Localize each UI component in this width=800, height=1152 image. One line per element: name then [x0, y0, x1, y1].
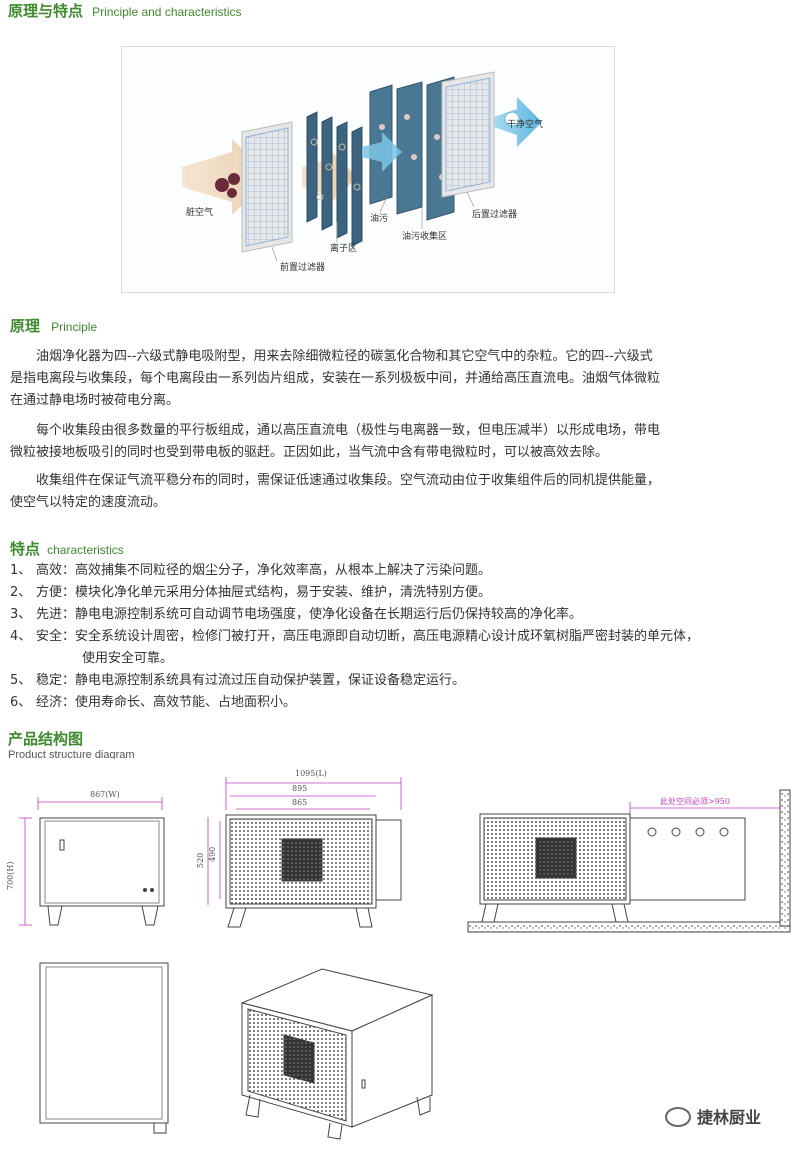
structure-title-cn: 产品结构图 — [8, 730, 84, 748]
collect-air-arrow — [362, 132, 402, 172]
principle-heading: 原理 Principle — [10, 315, 97, 336]
principle-paragraph-3: 收集组件在保证气流平稳分布的同时，需保证低速通过收集段。空气流动由位于收集组件后… — [10, 470, 788, 514]
section-title-cn: 原理与特点 — [8, 2, 84, 20]
feature-item-1: 1、高效：高效捕集不同粒径的烟尘分子，净化效率高，从根本上解决了污染问题。 — [10, 563, 492, 578]
floor-ground — [467, 921, 791, 933]
dim-height: 700(H) — [6, 861, 15, 891]
installation-view-drawing — [467, 789, 791, 933]
dim-width: 867(W) — [90, 790, 120, 799]
dim-clearance: 此处空间必须>950 — [660, 797, 730, 806]
watermark: 捷林厨业 — [665, 1104, 761, 1129]
feature-item-5: 5、稳定：静电电源控制系统具有过流过压自动保护装置，保证设备稳定运行。 — [10, 673, 466, 688]
side-view-drawing — [19, 797, 165, 926]
para1-line2: 是指电离段与收集段，每个电离段由一系列齿片组成，安装在一系列极板中间，并通给高压… — [10, 371, 661, 386]
wechat-icon — [665, 1106, 691, 1127]
section-title-en: Principle and characteristics — [92, 5, 242, 19]
label-post-filter: 后置过滤器 — [472, 210, 518, 220]
section-principle-characteristics-heading: 原理与特点 Principle and characteristics — [8, 0, 242, 21]
principle-diagram-illustration — [182, 71, 542, 262]
principle-title-en: Principle — [51, 320, 98, 334]
structure-title-en: Product structure diagram — [8, 749, 135, 759]
para3-line1: 收集组件在保证气流平稳分布的同时，需保证低速通过收集段。空气流动由位于收集组件后… — [36, 473, 661, 488]
post-filter-panel — [441, 71, 495, 198]
characteristics-title-cn: 特点 — [10, 540, 41, 558]
structure-heading: 产品结构图 Product structure diagram — [8, 728, 135, 759]
dirty-particle — [228, 173, 240, 185]
ion-zone-plates — [306, 111, 363, 247]
label-dirty-air: 脏空气 — [186, 208, 214, 218]
watermark-text: 捷林厨业 — [697, 1108, 762, 1127]
feature-item-4: 4、安全：安全系统设计周密，检修门被打开，高压电源即自动切断，高压电源精心设计成… — [10, 626, 790, 670]
para2-line2: 微粒被接地板吸引的同时也受到带电板的驱赶。正因如此，当气流中含有带电微粒时，可以… — [10, 445, 609, 460]
principle-paragraph-1: 油烟净化器为四--六级式静电吸附型，用来去除细微粒径的碳氢化合物和其它空气中的杂… — [10, 346, 788, 412]
label-oil: 油污 — [370, 214, 389, 224]
dim-520: 520 — [196, 852, 205, 868]
principle-diagram: 脏空气 前置过滤器 离子区 油污 油污收集区 后置过滤器 干净空气 — [121, 46, 615, 293]
dirty-particle — [215, 178, 229, 192]
feature-item-2: 2、方便：模块化净化单元采用分体抽屉式结构，易于安装、维护，清洗特别方便。 — [10, 585, 492, 600]
para1-line3: 在通过静电场时被荷电分离。 — [10, 393, 180, 408]
label-ion-zone: 离子区 — [330, 244, 358, 254]
para2-line1: 每个收集段由很多数量的平行板组成，通以高压直流电（极性与电离器一致，但电压减半）… — [36, 423, 661, 438]
dim-895: 895 — [292, 784, 308, 793]
principle-paragraph-2: 每个收集段由很多数量的平行板组成，通以高压直流电（极性与电离器一致，但电压减半）… — [10, 420, 788, 464]
dim-length: 1095(L) — [295, 769, 327, 778]
front-view-drawing — [207, 777, 402, 928]
feature-item-3: 3、先进：静电电源控制系统可自动调节电场强度，使净化设备在长期运行后仍保持较高的… — [10, 607, 583, 622]
principle-title-cn: 原理 — [10, 317, 41, 335]
para1-line1: 油烟净化器为四--六级式静电吸附型，用来去除细微粒径的碳氢化合物和其它空气中的杂… — [36, 349, 653, 364]
wall-ground — [779, 789, 791, 927]
label-pre-filter: 前置过滤器 — [280, 263, 326, 273]
dim-490: 490 — [208, 846, 217, 862]
isometric-view-drawing — [240, 968, 434, 1140]
para3-line2: 使空气以特定的速度流动。 — [10, 495, 167, 510]
feature-item-4-continued: 使用安全可靠。 — [82, 651, 174, 666]
top-view-drawing — [39, 962, 169, 1134]
characteristics-heading: 特点 characteristics — [10, 538, 124, 559]
label-oil-collect: 油污收集区 — [402, 232, 448, 242]
dim-865: 865 — [292, 798, 308, 807]
clean-air-smiley — [504, 111, 520, 127]
dirty-particle — [227, 188, 237, 198]
label-clean-air: 干净空气 — [507, 120, 544, 130]
feature-item-6: 6、经济：使用寿命长、高效节能、占地面积小。 — [10, 695, 297, 710]
pre-filter-panel — [241, 121, 293, 253]
characteristics-title-en: characteristics — [47, 543, 124, 557]
